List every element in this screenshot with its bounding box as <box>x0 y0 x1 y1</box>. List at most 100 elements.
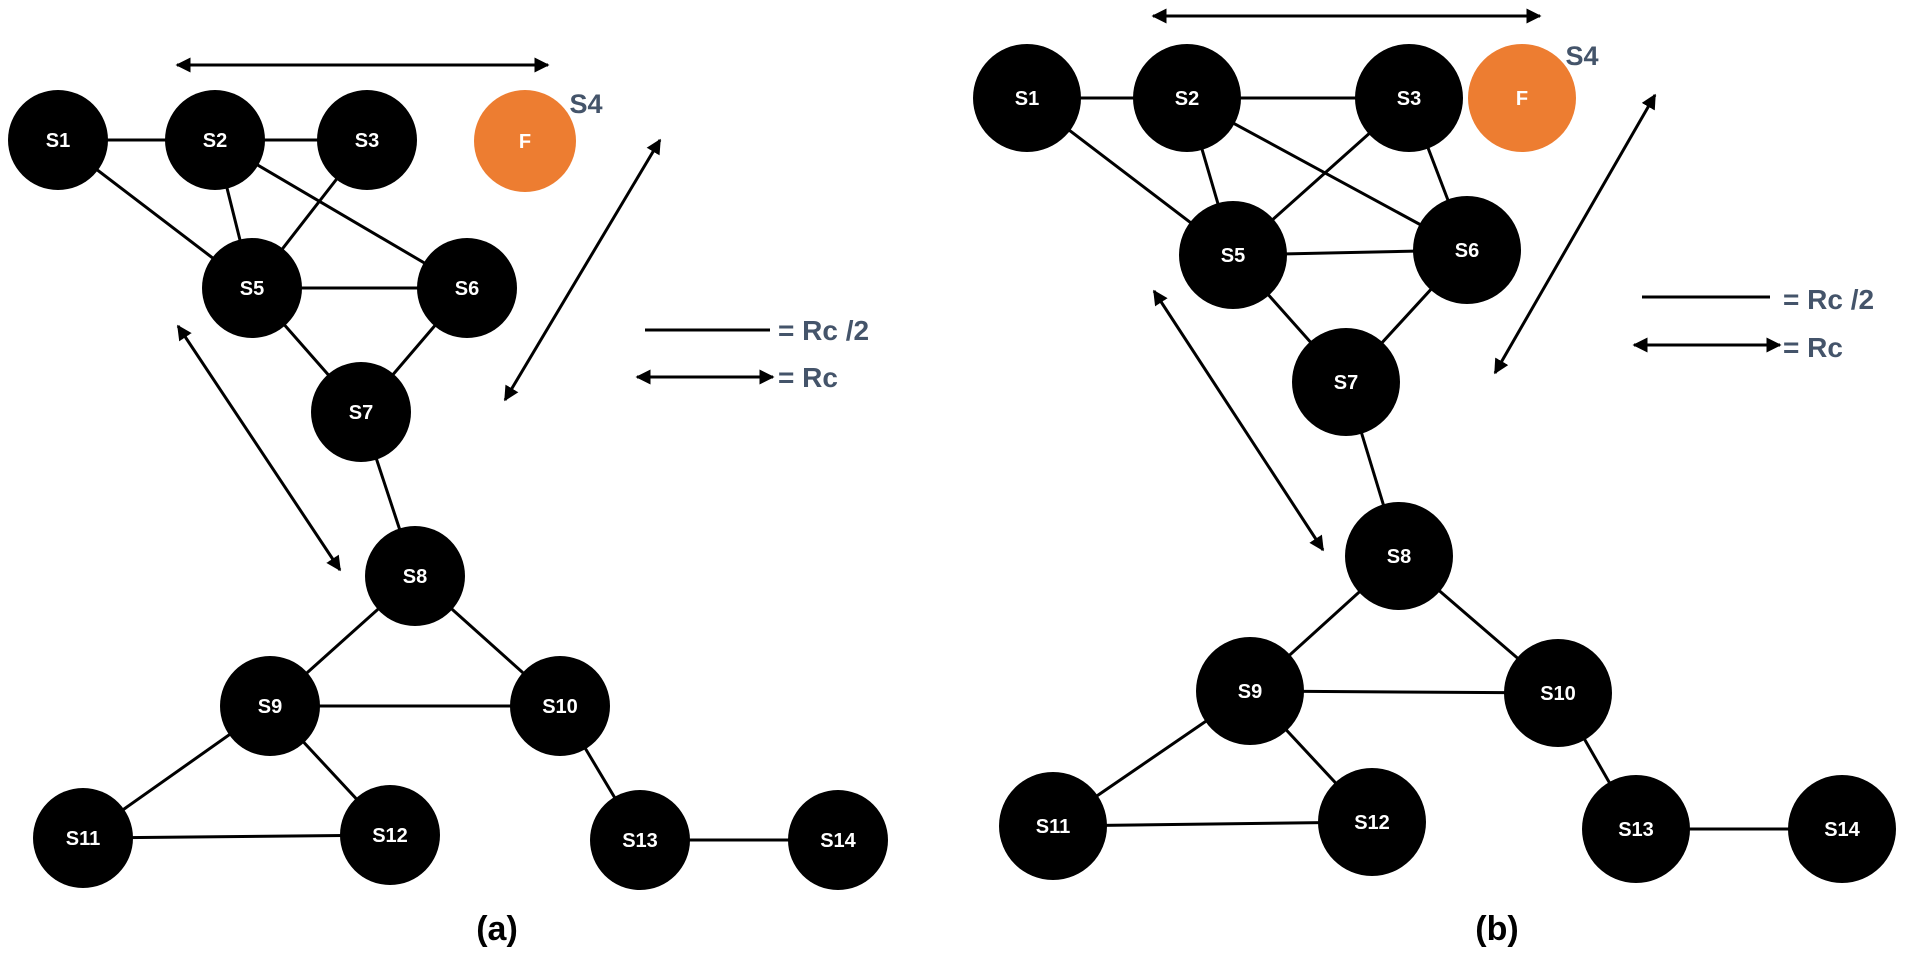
panel-b-node-s11-circle <box>999 772 1107 880</box>
panel-a-node-s12-circle <box>340 785 440 885</box>
panel-b-failed-node-circle <box>1468 44 1576 152</box>
legend-b: = Rc /2 = Rc <box>1632 284 1874 363</box>
panel-a-node-s8-circle <box>365 526 465 626</box>
panel-a-node-s8-label: S8 <box>403 566 427 588</box>
panel-b-node-s5-label: S5 <box>1221 245 1245 267</box>
panel-a-node-s11: S11 <box>33 788 133 888</box>
panel-a-node-s6-label: S6 <box>455 278 479 300</box>
panel-b-range-arrow-left <box>1152 289 1325 552</box>
panel-b-node-s14-circle <box>1788 775 1896 883</box>
panel-b-range-arrow-right <box>1493 93 1657 375</box>
panel-b-node-s1: S1 <box>973 44 1081 152</box>
panel-a-range-arrow-left <box>176 324 342 572</box>
panel-a-node-s2-label: S2 <box>203 130 227 152</box>
panel-b-node-s3: S3 <box>1355 44 1463 152</box>
panel-b-node-s2-label: S2 <box>1175 88 1199 110</box>
panel-a-node-s1-label: S1 <box>46 130 70 152</box>
panel-b-node-s3-circle <box>1355 44 1463 152</box>
panel-a-node-s11-circle <box>33 788 133 888</box>
panel-b-failed-node-mark: F <box>1516 88 1528 110</box>
panel-b-node-s2-circle <box>1133 44 1241 152</box>
panel-b-node-s6-circle <box>1413 196 1521 304</box>
panel-a-node-s1: S1 <box>8 90 108 190</box>
panel-a-node-s7-circle <box>311 362 411 462</box>
panel-b-node-s14-label: S14 <box>1824 819 1860 841</box>
panel-a-range-arrow-right <box>503 138 662 402</box>
panel-a-node-s12-label: S12 <box>372 825 408 847</box>
panel-a-node-s8: S8 <box>365 526 465 626</box>
panel-b-node-s13-circle <box>1582 775 1690 883</box>
panel-b-node-s7-circle <box>1292 328 1400 436</box>
panel-b-node-s12-circle <box>1318 768 1426 876</box>
panel-b-node-s7: S7 <box>1292 328 1400 436</box>
panel-a-node-s9: S9 <box>220 656 320 756</box>
panel-a-node-s10-label: S10 <box>542 696 578 718</box>
panel-a-node-s5-circle <box>202 238 302 338</box>
panel-b-node-s6-label: S6 <box>1455 240 1479 262</box>
panel-b-node-s10: S10 <box>1504 639 1612 747</box>
panel-a-node-s14-label: S14 <box>820 830 856 852</box>
panel-b-node-s11-label: S11 <box>1036 816 1070 838</box>
panel-a-node-s14: S14 <box>788 790 888 890</box>
legend-half-range-label: = Rc /2 <box>778 315 869 346</box>
panel-a-node-s6: S6 <box>417 238 517 338</box>
panel-b-node-s9: S9 <box>1196 637 1304 745</box>
panel-b-node-s3-label: S3 <box>1397 88 1421 110</box>
panel-b-node-s10-label: S10 <box>1540 683 1576 705</box>
legend: = Rc /2 = Rc <box>635 315 869 393</box>
panel-a-node-s3-label: S3 <box>355 130 379 152</box>
panel-a-node-s3-circle <box>317 90 417 190</box>
panel-a-failed-node-label: S4 <box>569 89 602 119</box>
panel-a-failed-node: F S4 <box>474 89 603 192</box>
panel-a-node-s7: S7 <box>311 362 411 462</box>
panel-b-failed-node: F S4 <box>1468 41 1599 152</box>
panel-a-node-s7-label: S7 <box>349 402 373 424</box>
panel-a-edge-s11-s12 <box>82 833 391 840</box>
panel-b-node-s1-label: S1 <box>1015 88 1039 110</box>
panel-a-node-s12: S12 <box>340 785 440 885</box>
legend-b-range-label: = Rc <box>1783 332 1843 363</box>
panel-a-node-s13-circle <box>590 790 690 890</box>
panel-b-node-s5: S5 <box>1179 201 1287 309</box>
panel-b-node-s2: S2 <box>1133 44 1241 152</box>
panel-b-node-s7-label: S7 <box>1334 372 1358 394</box>
panel-a-failed-node-circle <box>474 90 576 192</box>
panel-a-node-s3: S3 <box>317 90 417 190</box>
panel-b-node-s11: S11 <box>999 772 1107 880</box>
legend-range-label: = Rc <box>778 362 838 393</box>
panel-a-node-s2-circle <box>165 90 265 190</box>
panel-b-node-s14: S14 <box>1788 775 1896 883</box>
panel-b-node-s12-label: S12 <box>1354 812 1390 834</box>
panel-b-node-s8-label: S8 <box>1387 546 1411 568</box>
panel-a-node-s5: S5 <box>202 238 302 338</box>
panel-a-node-s10: S10 <box>510 656 610 756</box>
panel-b-failed-node-label: S4 <box>1565 41 1598 71</box>
panel-a-node-s13: S13 <box>590 790 690 890</box>
panel-a-node-s14-circle <box>788 790 888 890</box>
panel-b-node-s10-circle <box>1504 639 1612 747</box>
panel-a-node-s1-circle <box>8 90 108 190</box>
legend-b-half-range-label: = Rc /2 <box>1783 284 1874 315</box>
panel-a-node-s9-label: S9 <box>258 696 282 718</box>
panel-b-node-s13-label: S13 <box>1618 819 1654 841</box>
panel-a-node-s11-label: S11 <box>66 828 100 850</box>
panel-a-node-s10-circle <box>510 656 610 756</box>
panel-a-node-s5-label: S5 <box>240 278 264 300</box>
panel-b-node-s13: S13 <box>1582 775 1690 883</box>
panel-b-node-s5-circle <box>1179 201 1287 309</box>
panel-a-node-s2: S2 <box>165 90 265 190</box>
panel-a-node-s9-circle <box>220 656 320 756</box>
panel-b-node-s1-circle <box>973 44 1081 152</box>
panel-a-node-s6-circle <box>417 238 517 338</box>
panel-a-label: (a) <box>476 910 518 948</box>
panel-b-node-s6: S6 <box>1413 196 1521 304</box>
panel-b-node-s12: S12 <box>1318 768 1426 876</box>
panel-a-node-s13-label: S13 <box>622 830 658 852</box>
panel-b-node-s8: S8 <box>1345 502 1453 610</box>
panel-b-node-s8-circle <box>1345 502 1453 610</box>
